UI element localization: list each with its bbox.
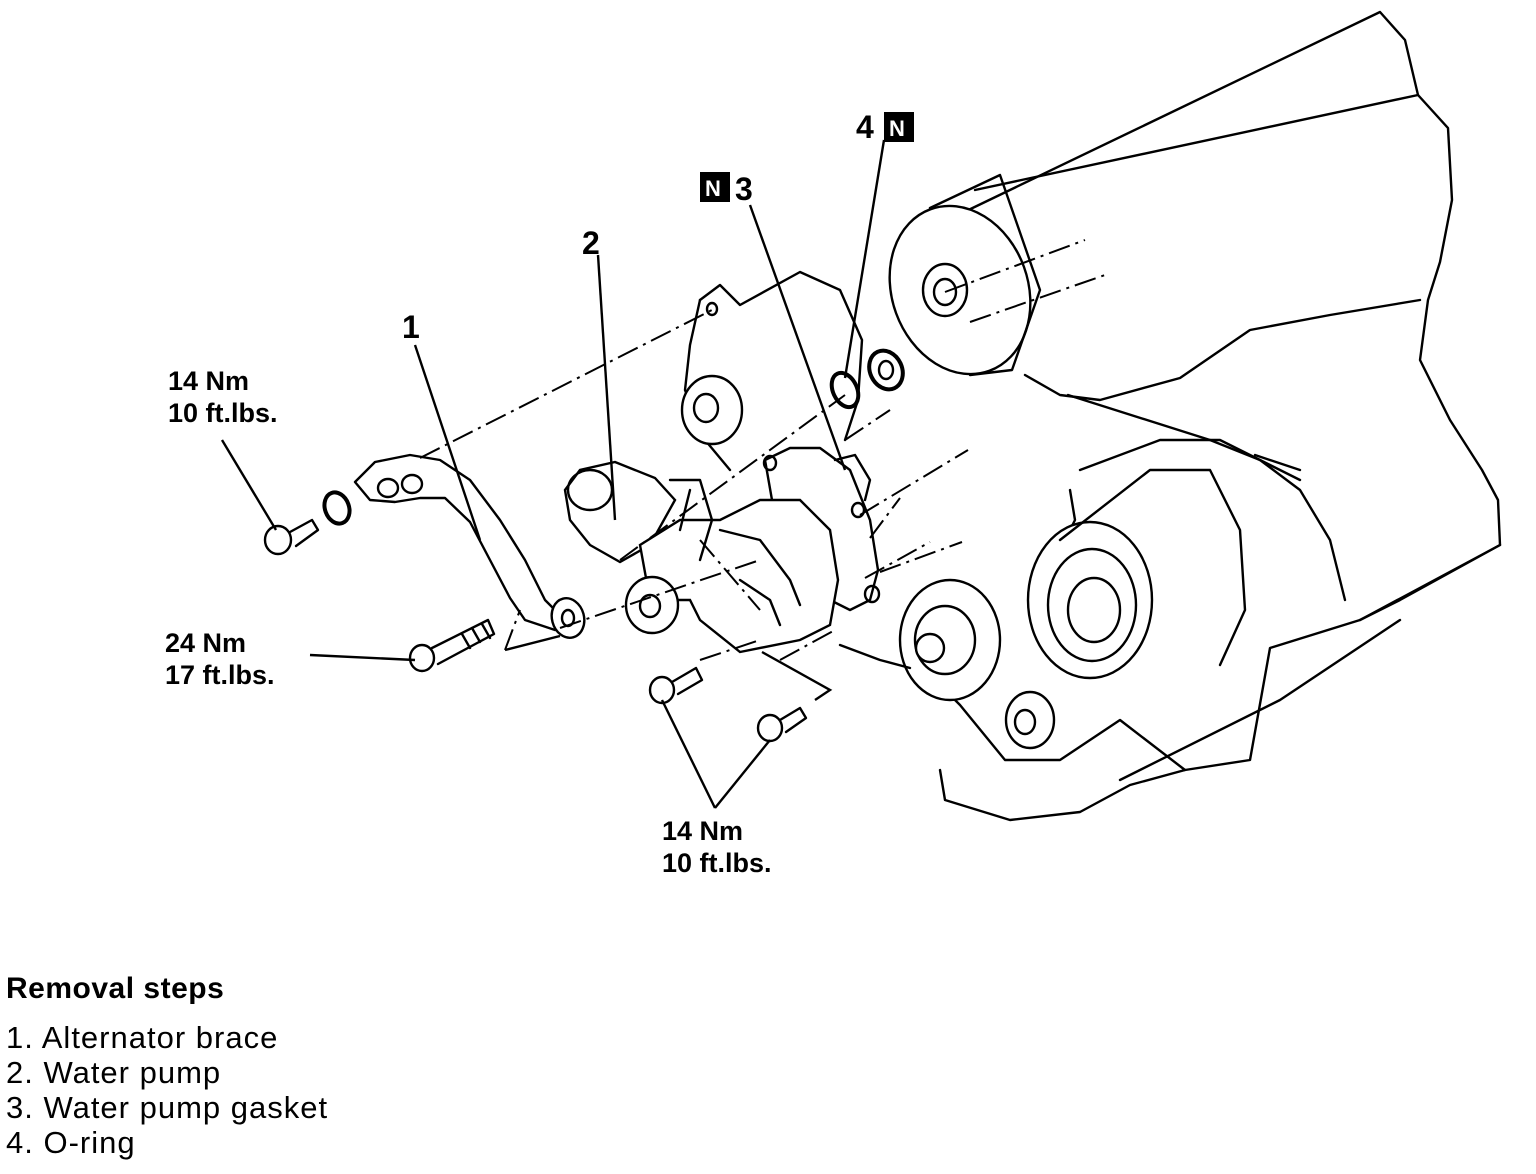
removal-steps-title: Removal steps (6, 972, 225, 1005)
torque-spec-mid-left: 24 Nm 17 ft.lbs. (165, 628, 275, 690)
torque-spec-bottom: 14 Nm 10 ft.lbs. (662, 816, 772, 878)
callout-4: 4 N (856, 109, 914, 145)
torque-ftlbs: 17 ft.lbs. (165, 660, 275, 690)
torque-ftlbs: 10 ft.lbs. (168, 398, 278, 428)
lower-housing (838, 468, 1247, 750)
callout-3: N 3 (700, 171, 753, 207)
o-ring (829, 348, 905, 410)
engine-block (938, 10, 1502, 822)
torque-ftlbs: 10 ft.lbs. (662, 848, 772, 878)
torque-spec-top-left: 14 Nm 10 ft.lbs. (168, 366, 278, 428)
new-part-badge (700, 172, 730, 202)
torque-nm: 14 Nm (662, 816, 743, 846)
water-pump (563, 460, 840, 654)
list-item: 3. Water pump gasket (6, 1090, 329, 1125)
new-part-badge-text: N (705, 176, 721, 201)
pump-lower-bolt-left (648, 666, 704, 705)
callout-3-label: 3 (735, 171, 753, 207)
list-item: 2. Water pump (6, 1055, 222, 1090)
alternator-brace (353, 453, 586, 639)
torque-nm: 14 Nm (168, 366, 249, 396)
callout-2-label: 2 (582, 225, 600, 261)
pump-lower-bolt-right (756, 706, 808, 743)
list-item: 1. Alternator brace (6, 1020, 279, 1055)
callout-leaders (220, 139, 886, 809)
camshaft-sprocket (888, 173, 1106, 377)
torque-nm: 24 Nm (165, 628, 246, 658)
timing-cover-outline (680, 270, 864, 472)
list-item: 4. O-ring (6, 1125, 136, 1160)
new-part-badge-text: N (889, 116, 905, 141)
alignment-lines (419, 309, 846, 701)
removal-steps-list: 1. Alternator brace 2. Water pump 3. Wat… (6, 1020, 606, 1160)
pump-studs (844, 409, 969, 579)
brace-lower-bolt (408, 618, 496, 673)
callout-4-label: 4 (856, 109, 874, 145)
removal-steps: Removal steps 1. Alternator brace 2. Wat… (6, 972, 606, 1160)
callout-1-label: 1 (402, 309, 420, 345)
brace-upper-bolt (263, 490, 352, 556)
new-part-badge (884, 112, 914, 142)
